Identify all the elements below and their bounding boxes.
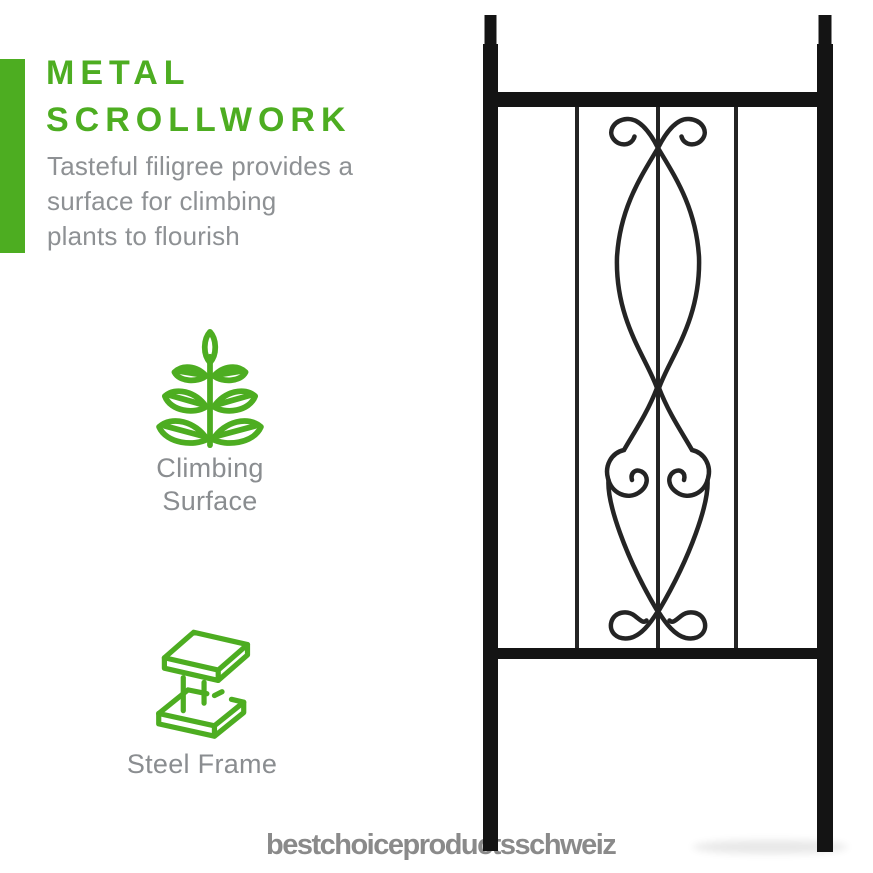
subheadline-line-3: plants to flourish [47,221,240,251]
feature-label-climbing-line-2: Surface [162,486,258,516]
headline: METAL SCROLLWORK [46,50,352,144]
headline-line-1: METAL [46,54,191,92]
subheadline: Tasteful filigree provides a surface for… [47,149,353,254]
headline-line-2: SCROLLWORK [46,101,352,139]
trellis-frame [483,15,833,852]
scrollwork-filigree [604,116,712,641]
watermark-text: bestchoiceproductsschweiz [266,829,617,861]
subheadline-line-2: surface for climbing [47,186,277,216]
subheadline-line-1: Tasteful filigree provides a [47,151,354,181]
trellis-rods [575,107,738,648]
feature-label-climbing-line-1: Climbing [156,453,264,483]
feature-label-climbing-surface: Climbing Surface [90,452,330,518]
ground-shadow [692,840,848,854]
feature-label-steel-frame: Steel Frame [82,748,322,781]
feature-label-steel-line-1: Steel Frame [126,749,278,779]
brand-accent-bar [0,59,25,253]
climbing-plant-icon [156,328,264,449]
steel-beam-icon [156,629,251,739]
